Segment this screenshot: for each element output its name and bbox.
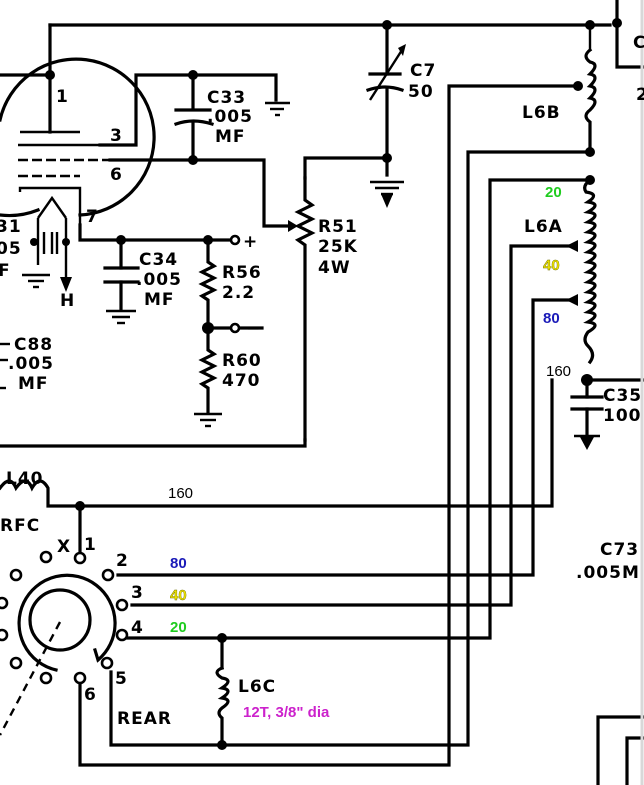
r60-ref: R60 <box>222 351 262 371</box>
c7-ref: C7 <box>410 61 436 81</box>
switch-label: REAR <box>117 709 172 729</box>
switch-pin-6-label: 6 <box>84 685 97 705</box>
coil-tap-40-label: 40 <box>543 257 560 274</box>
tube-pin-7: 7 <box>86 207 99 227</box>
c31-ref-partial: 31 <box>0 217 22 237</box>
c33-capacitor: C33 .005 MF <box>98 70 290 165</box>
c73-ref: C73 <box>600 540 639 560</box>
l40-rfc: L40 RFC 160 <box>0 469 193 557</box>
c33-ref: C33 <box>207 88 246 108</box>
c33-value: .005 <box>207 107 253 127</box>
c88-ref: C88 <box>14 335 53 355</box>
l40-ref: L40 <box>6 469 44 489</box>
c73-area: C73 .005M C 2 <box>576 0 644 785</box>
wire-20-label: 20 <box>170 619 187 636</box>
switch-pin-4[interactable] <box>115 628 129 642</box>
band-switch[interactable]: X 1 2 3 4 5 6 REAR <box>0 535 172 736</box>
switch-pin-2[interactable] <box>101 568 115 582</box>
c34-ref: C34 <box>139 250 178 270</box>
l6a-ref: L6A <box>524 217 563 237</box>
c73-value: .005M <box>576 563 640 583</box>
r51-value: 25K <box>318 237 358 257</box>
heater-bypass: H 31 05 F <box>0 217 75 311</box>
r51-ref: R51 <box>318 217 358 237</box>
tube-pin-1: 1 <box>56 87 69 107</box>
c88-capacitor: C88 .005 MF <box>0 335 54 394</box>
switch-pin-1[interactable] <box>73 551 87 565</box>
c88-value: .005 <box>8 354 54 374</box>
switch-pin-6[interactable] <box>73 671 87 685</box>
switch-pin-2-label: 2 <box>116 551 129 571</box>
switch-pin-3[interactable] <box>115 598 129 612</box>
wire-160-label: 160 <box>168 485 193 502</box>
heater-label: H <box>60 291 75 311</box>
c35-value: 100 <box>603 406 642 426</box>
edge-fragment-a: C <box>633 33 644 53</box>
c34-value: .005 <box>136 270 182 290</box>
coil-tap-80-label: 80 <box>543 310 560 327</box>
l40-type: RFC <box>0 516 40 536</box>
switch-pin-4-label: 4 <box>131 618 144 638</box>
c34-unit: MF <box>144 290 175 310</box>
switch-pin-1-label: 1 <box>84 535 97 555</box>
coil-tap-160-label: 160 <box>546 363 571 380</box>
band-tap-wires <box>78 84 592 767</box>
l6c-ref: L6C <box>238 677 276 697</box>
c35-capacitor: C35 100 <box>570 378 644 450</box>
c7-variable-capacitor: C7 50 <box>365 23 436 208</box>
wire-40-label: 40 <box>170 587 187 604</box>
r51-potentiometer: R51 25K 4W <box>0 176 358 448</box>
l6c-coil: L6C 12T, 3/8" dia <box>215 633 330 750</box>
l6a-coil: L6A 20 40 80 160 <box>524 175 597 386</box>
switch-pin-5-label: 5 <box>115 669 128 689</box>
tube-pin-6: 6 <box>110 165 123 185</box>
tube-pin-3: 3 <box>110 126 123 146</box>
c31-value-partial: 05 <box>0 239 22 259</box>
wire-80-label: 80 <box>170 555 187 572</box>
cathode-network: + C34 .005 MF R56 2.2 − R60 470 <box>78 223 264 428</box>
r56-value: 2.2 <box>222 283 255 303</box>
coil-tap-20-label: 20 <box>545 184 562 201</box>
l6b-ref: L6B <box>522 103 561 123</box>
c33-unit: MF <box>215 127 246 147</box>
r51-power: 4W <box>318 258 351 278</box>
c7-value: 50 <box>408 82 434 102</box>
edge-fragment-b: 2 <box>636 85 644 105</box>
switch-pin-x-label: X <box>57 537 71 557</box>
switch-pin-5[interactable] <box>100 656 114 670</box>
r56-ref: R56 <box>222 263 262 283</box>
switch-pin-3-label: 3 <box>131 583 144 603</box>
c88-unit: MF <box>18 374 49 394</box>
c35-ref: C35 <box>603 386 642 406</box>
meter-plus-terminal: + <box>243 232 258 252</box>
meter-minus-terminal: − <box>246 319 261 339</box>
c31-unit-partial: F <box>0 261 11 281</box>
l6b-coil: L6B <box>522 25 597 157</box>
top-bus-wires <box>0 0 644 80</box>
r60-value: 470 <box>222 371 261 391</box>
vacuum-tube: 1 3 6 7 <box>0 57 156 280</box>
l6c-note: 12T, 3/8" dia <box>243 704 330 721</box>
